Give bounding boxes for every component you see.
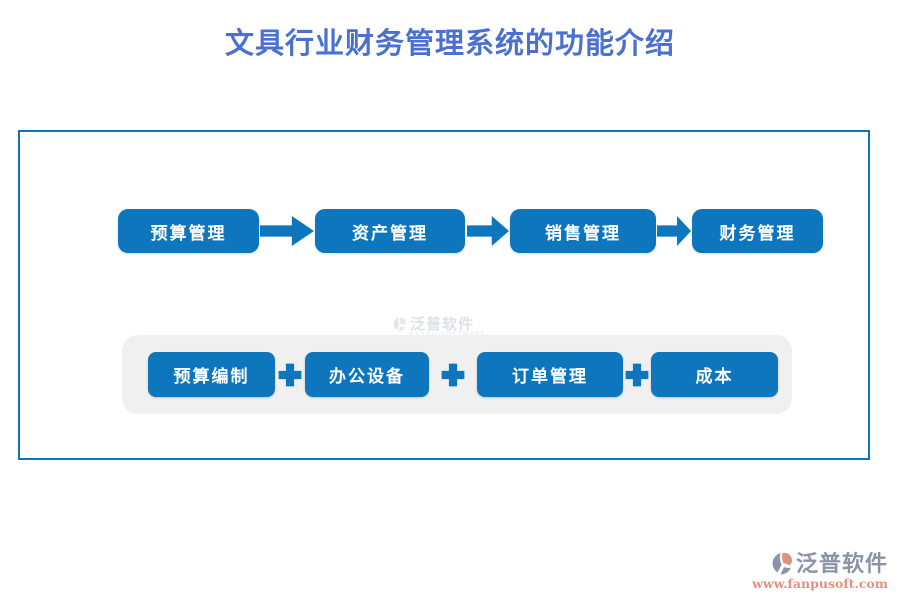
fanpu-logo: 泛普软件 www.fanpusoft.com: [752, 551, 888, 590]
diagram-frame: 预算管理 资产管理 销售管理 财务管理 泛普软件 FANPU SOFTWARE …: [18, 130, 870, 460]
plus-icon: [440, 362, 466, 388]
flow-node-budget-management: 预算管理: [118, 209, 259, 253]
detail-node-office-equipment: 办公设备: [305, 352, 429, 397]
fanpu-logo-icon: [772, 552, 792, 575]
plus-icon: [624, 362, 650, 388]
flow-node-asset-management: 资产管理: [315, 209, 465, 253]
detail-node-budget-preparation: 预算编制: [148, 352, 275, 397]
page-title: 文具行业财务管理系统的功能介绍: [224, 26, 675, 60]
arrow-right-icon: [467, 215, 509, 247]
arrow-right-icon: [657, 215, 691, 247]
detail-node-cost: 成本: [651, 352, 778, 397]
detail-node-order-management: 订单管理: [477, 352, 623, 397]
website-url: www.fanpusoft.com: [752, 576, 888, 591]
watermark-logo-icon: [393, 317, 406, 331]
flow-node-sales-management: 销售管理: [510, 209, 656, 253]
watermark-name: 泛普软件: [410, 315, 475, 333]
arrow-right-icon: [260, 215, 314, 247]
detail-panel: 预算编制 办公设备 订单管理 成本: [122, 335, 792, 414]
brand-name: 泛普软件: [795, 551, 888, 577]
plus-icon: [277, 362, 303, 388]
flow-node-finance-management: 财务管理: [692, 209, 823, 253]
